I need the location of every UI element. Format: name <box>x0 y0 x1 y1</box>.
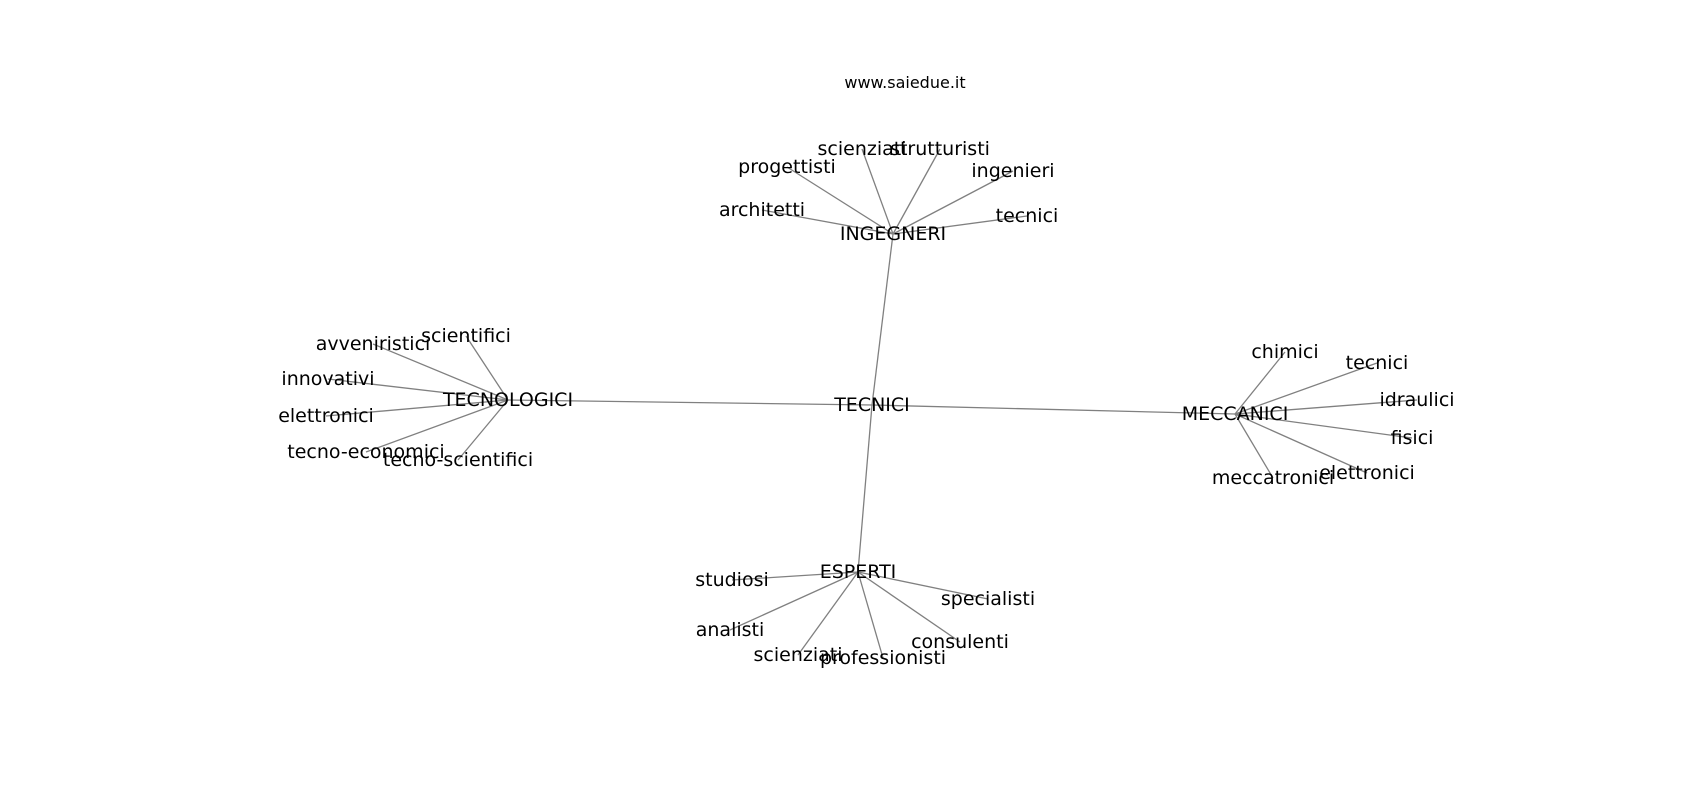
node-hub-tecnologici: TECNOLOGICI <box>442 389 573 411</box>
node-hub-meccanici: MECCANICI <box>1182 403 1289 425</box>
edge-esperti-leaf-3 <box>857 571 961 643</box>
edge-ingegneri-leaf-0 <box>861 148 894 235</box>
node-leaf-meccanici-0: chimici <box>1251 341 1318 363</box>
edge-center-meccanici <box>871 404 1236 415</box>
node-leaf-esperti-2: analisti <box>696 619 765 641</box>
edge-tecnologici-leaf-3 <box>325 399 509 417</box>
edge-esperti-leaf-4 <box>797 571 859 656</box>
edge-center-tecnologici <box>507 399 873 406</box>
node-leaf-esperti-1: specialisti <box>941 588 1035 610</box>
labels-layer: TECNICIINGEGNERIscienziatistrutturistipr… <box>278 138 1454 669</box>
node-leaf-esperti-3: consulenti <box>911 631 1009 653</box>
edge-esperti-leaf-1 <box>857 571 989 600</box>
edge-ingegneri-leaf-1 <box>892 148 941 235</box>
edge-tecnologici-leaf-0 <box>372 343 509 401</box>
edge-meccanici-leaf-5 <box>1234 413 1274 479</box>
node-leaf-ingegneri-0: scienziati <box>818 138 907 160</box>
edge-esperti-leaf-5 <box>857 571 884 659</box>
edge-meccanici-leaf-4 <box>1234 413 1368 474</box>
edges-layer <box>325 148 1418 659</box>
node-leaf-esperti-5: professionisti <box>820 647 946 669</box>
node-leaf-tecnologici-0: avveniristici <box>316 333 431 355</box>
edge-ingegneri-leaf-4 <box>761 209 894 235</box>
edge-center-esperti <box>857 404 873 573</box>
edge-tecnologici-leaf-1 <box>465 335 509 401</box>
watermark: www.saiedue.it <box>844 73 965 92</box>
edge-meccanici-leaf-1 <box>1234 362 1378 415</box>
node-leaf-meccanici-3: fisici <box>1391 427 1434 449</box>
node-leaf-esperti-4: scienziati <box>754 644 843 666</box>
edge-ingegneri-leaf-5 <box>892 215 1028 235</box>
edge-center-ingegneri <box>871 233 894 406</box>
node-hub-esperti: ESPERTI <box>820 561 897 583</box>
node-leaf-meccanici-4: elettronici <box>1319 462 1415 484</box>
node-leaf-tecnologici-4: tecno-economici <box>287 441 444 463</box>
edge-meccanici-leaf-0 <box>1234 351 1286 415</box>
node-leaf-ingegneri-4: architetti <box>719 199 805 221</box>
node-leaf-ingegneri-5: tecnici <box>996 205 1059 227</box>
edge-tecnologici-leaf-5 <box>457 399 509 461</box>
node-leaf-tecnologici-3: elettronici <box>278 405 374 427</box>
edge-ingegneri-leaf-2 <box>786 166 894 235</box>
node-leaf-tecnologici-5: tecno-scientifici <box>383 449 533 471</box>
edge-tecnologici-leaf-4 <box>365 399 509 453</box>
node-leaf-meccanici-5: meccatronici <box>1212 467 1334 489</box>
edge-meccanici-leaf-2 <box>1234 399 1418 415</box>
node-leaf-ingegneri-3: ingenieri <box>971 160 1054 182</box>
node-leaf-tecnologici-2: innovativi <box>281 368 374 390</box>
node-leaf-tecnologici-1: scientifici <box>421 325 511 347</box>
node-leaf-meccanici-1: tecnici <box>1346 352 1409 374</box>
node-leaf-esperti-0: studiosi <box>695 569 769 591</box>
edge-tecnologici-leaf-2 <box>327 378 509 401</box>
edge-ingegneri-leaf-3 <box>892 170 1014 235</box>
node-hub-ingegneri: INGEGNERI <box>840 223 946 245</box>
edge-meccanici-leaf-3 <box>1234 413 1413 439</box>
edge-esperti-leaf-2 <box>729 571 859 631</box>
node-leaf-meccanici-2: idraulici <box>1379 389 1454 411</box>
node-leaf-ingegneri-2: progettisti <box>738 156 836 178</box>
node-leaf-ingegneri-1: strutturisti <box>890 138 990 160</box>
edge-esperti-leaf-0 <box>731 571 859 581</box>
node-center: TECNICI <box>833 394 910 416</box>
